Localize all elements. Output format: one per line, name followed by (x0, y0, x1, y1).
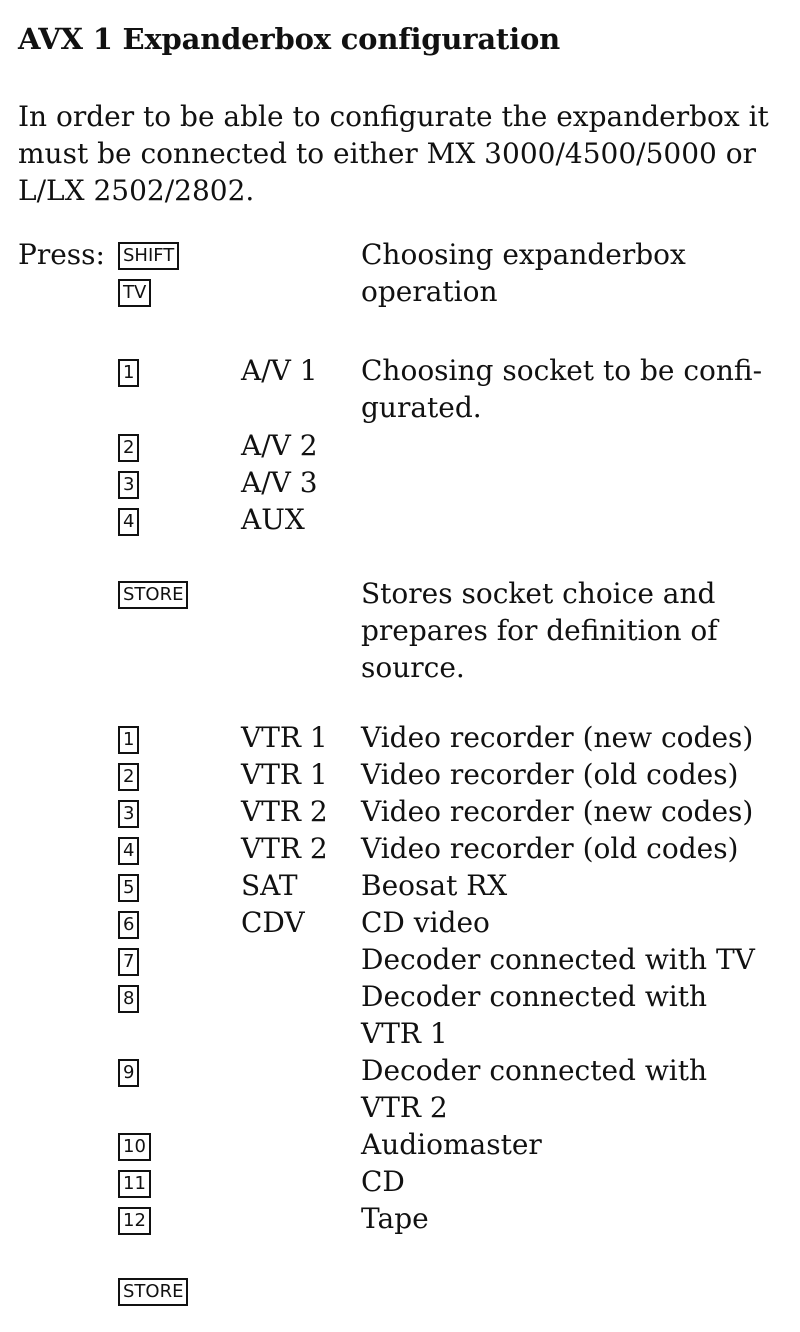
description-line: Audiomaster (361, 1128, 542, 1161)
source-description: Beosat RX (361, 867, 791, 904)
description-line: CD video (361, 906, 490, 939)
source-row: 5 SAT Beosat RX (0, 867, 800, 904)
description-line: Choosing socket to be confi- (361, 354, 763, 387)
source-description: CD (361, 1163, 791, 1200)
instruction-description: Stores socket choice and prepares for de… (361, 575, 791, 686)
description-line: prepares for definition of (361, 614, 718, 647)
source-label: VTR 1 (241, 721, 328, 754)
instruction-row: STORE (0, 575, 800, 612)
instruction-row: 4 AUX (0, 501, 800, 538)
source-label: VTR 2 (241, 795, 328, 828)
intro-paragraph: In order to be able to configurate the e… (18, 98, 793, 209)
source-description: Audiomaster (361, 1126, 791, 1163)
number-key-9[interactable]: 9 (118, 1059, 140, 1087)
number-key-3[interactable]: 3 (118, 800, 140, 828)
description-line: Stores socket choice and (361, 577, 716, 610)
source-row: 12 Tape (0, 1200, 800, 1237)
number-key-6[interactable]: 6 (118, 911, 140, 939)
number-key-10[interactable]: 10 (118, 1133, 151, 1161)
number-key-8[interactable]: 8 (118, 985, 140, 1013)
number-key-4[interactable]: 4 (118, 837, 140, 865)
intro-line: In order to be able to configurate the e… (18, 100, 769, 133)
description-line: Decoder connected with (361, 980, 708, 1013)
number-key-4[interactable]: 4 (118, 508, 140, 536)
intro-line: L/LX 2502/2802. (18, 174, 255, 207)
description-line: Video recorder (old codes) (361, 758, 739, 791)
instruction-row: 2 A/V 2 (0, 427, 800, 464)
source-description: Video recorder (new codes) (361, 793, 791, 830)
number-key-1[interactable]: 1 (118, 726, 140, 754)
source-label: CDV (241, 906, 305, 939)
instruction-description: Choosing socket to be confi- gurated. (361, 352, 791, 426)
source-description: Decoder connected with VTR 2 (361, 1052, 791, 1126)
socket-label: A/V 1 (241, 354, 318, 387)
source-description: CD video (361, 904, 791, 941)
source-row: 7 Decoder connected with TV (0, 941, 800, 978)
press-label: Press: (18, 238, 105, 271)
source-description: Decoder connected with TV (361, 941, 791, 978)
description-line: VTR 2 (361, 1091, 448, 1124)
tv-key[interactable]: TV (118, 279, 152, 307)
description-line: Decoder connected with (361, 1054, 708, 1087)
instruction-row: 3 A/V 3 (0, 464, 800, 501)
number-key-2[interactable]: 2 (118, 763, 140, 791)
description-line: Choosing expanderbox (361, 238, 686, 271)
number-key-12[interactable]: 12 (118, 1207, 151, 1235)
socket-label: AUX (241, 503, 305, 536)
instruction-row: SHIFT (0, 242, 800, 279)
source-label: VTR 2 (241, 832, 328, 865)
intro-line: must be connected to either MX 3000/4500… (18, 137, 756, 170)
description-line: Beosat RX (361, 869, 508, 902)
socket-label: A/V 2 (241, 429, 318, 462)
source-row: 9 Decoder connected with VTR 2 (0, 1052, 800, 1124)
number-key-1[interactable]: 1 (118, 359, 140, 387)
number-key-3[interactable]: 3 (118, 471, 140, 499)
description-line: Video recorder (new codes) (361, 721, 754, 754)
instruction-row: STORE (0, 1272, 800, 1309)
description-line: operation (361, 275, 498, 308)
source-description: Video recorder (old codes) (361, 830, 791, 867)
source-row: 2 VTR 1 Video recorder (old codes) (0, 756, 800, 793)
socket-label: A/V 3 (241, 466, 318, 499)
description-line: Video recorder (old codes) (361, 832, 739, 865)
store-key[interactable]: STORE (118, 581, 189, 609)
description-line: Video recorder (new codes) (361, 795, 754, 828)
source-row: 10 Audiomaster (0, 1126, 800, 1163)
source-row: 6 CDV CD video (0, 904, 800, 941)
source-description: Video recorder (new codes) (361, 719, 791, 756)
description-line: Tape (361, 1202, 429, 1235)
source-row: 3 VTR 2 Video recorder (new codes) (0, 793, 800, 830)
store-key[interactable]: STORE (118, 1278, 189, 1306)
number-key-5[interactable]: 5 (118, 874, 140, 902)
source-description: Video recorder (old codes) (361, 756, 791, 793)
source-row: 1 VTR 1 Video recorder (new codes) (0, 719, 800, 756)
source-label: SAT (241, 869, 298, 902)
description-line: source. (361, 651, 465, 684)
shift-key[interactable]: SHIFT (118, 242, 180, 270)
source-label: VTR 1 (241, 758, 328, 791)
description-line: VTR 1 (361, 1017, 448, 1050)
instruction-row: TV (0, 279, 800, 316)
number-key-11[interactable]: 11 (118, 1170, 151, 1198)
description-line: Decoder connected with TV (361, 943, 755, 976)
page-title: AVX 1 Expanderbox configuration (18, 22, 560, 56)
source-row: 11 CD (0, 1163, 800, 1200)
source-description: Tape (361, 1200, 791, 1237)
source-row: 8 Decoder connected with VTR 1 (0, 978, 800, 1050)
instruction-row: 1 A/V 1 (0, 352, 800, 389)
source-description: Decoder connected with VTR 1 (361, 978, 791, 1052)
instruction-description: Choosing expanderbox operation (361, 236, 791, 310)
source-row: 4 VTR 2 Video recorder (old codes) (0, 830, 800, 867)
number-key-7[interactable]: 7 (118, 948, 140, 976)
description-line: CD (361, 1165, 405, 1198)
number-key-2[interactable]: 2 (118, 434, 140, 462)
description-line: gurated. (361, 391, 482, 424)
